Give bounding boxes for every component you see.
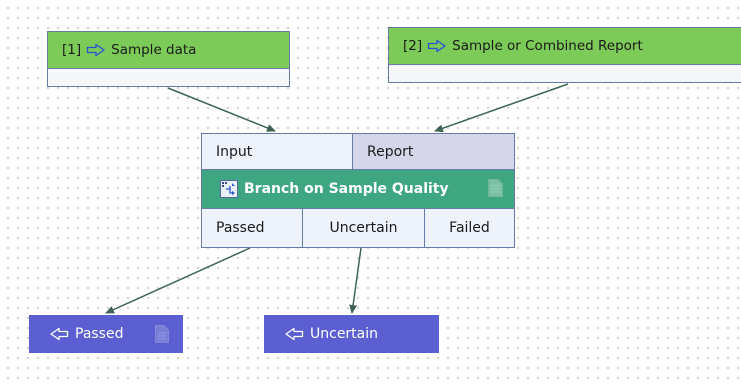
input-index: [2] <box>403 38 423 54</box>
connector-uncertain-to-uncertain-output <box>349 247 362 314</box>
input-node-header: [1] Sample data <box>48 32 289 69</box>
connector-report-to-report-port <box>434 83 569 133</box>
input-node-label: Sample or Combined Report <box>452 38 643 54</box>
input-port-report[interactable]: Report <box>353 134 514 169</box>
arrow-right-outline-icon <box>86 43 105 57</box>
arrow-right-outline-icon <box>427 39 446 53</box>
output-node-passed[interactable]: Passed <box>29 315 183 353</box>
branch-element-icon <box>220 180 238 198</box>
input-port-input[interactable]: Input <box>202 134 353 169</box>
element-title: Branch on Sample Quality <box>244 181 449 197</box>
connector-sample-data-to-input <box>167 87 276 132</box>
document-icon <box>488 179 503 197</box>
input-node-sample-data[interactable]: [1] Sample data <box>47 31 290 87</box>
input-node-label: Sample data <box>111 42 197 58</box>
workflow-element-branch-on-sample-quality[interactable]: Input Report Branch on Sample Quality Pa… <box>201 133 515 248</box>
connector-passed-to-passed-output <box>105 247 251 314</box>
element-title-bar[interactable]: Branch on Sample Quality <box>202 169 514 209</box>
input-index: [1] <box>62 42 82 58</box>
input-node-header: [2] Sample or Combined Report <box>389 28 741 65</box>
arrow-left-outline-icon <box>50 327 69 341</box>
arrow-left-outline-icon <box>285 327 304 341</box>
output-port-failed[interactable]: Failed <box>449 220 490 236</box>
output-port-passed[interactable]: Passed <box>202 209 303 247</box>
output-port-uncertain[interactable]: Uncertain <box>303 209 425 247</box>
output-node-label: Uncertain <box>310 326 379 342</box>
document-icon <box>155 325 169 343</box>
input-node-sample-or-combined-report[interactable]: [2] Sample or Combined Report <box>388 27 741 83</box>
output-node-label: Passed <box>75 326 124 342</box>
output-node-uncertain[interactable]: Uncertain <box>264 315 439 353</box>
